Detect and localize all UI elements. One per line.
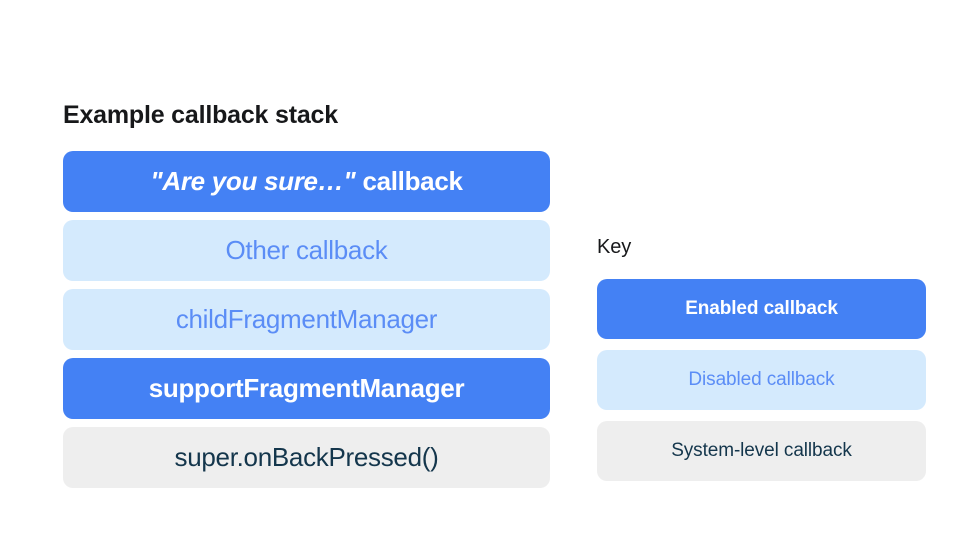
stack-item-supportfragmentmanager: supportFragmentManager: [63, 358, 550, 419]
stack-item-label: supportFragmentManager: [148, 373, 465, 403]
key-item-system-level-callback: System-level callback: [597, 421, 926, 481]
key-item-disabled-callback: Disabled callback: [597, 350, 926, 410]
stack-item-other-callback: Other callback: [63, 220, 550, 281]
stack-item-label: super.onBackPressed(): [174, 442, 439, 472]
stack-item-childfragmentmanager: childFragmentManager: [63, 289, 550, 350]
stack-item-are-you-sure-callback: "Are you sure…"callback: [63, 151, 550, 212]
stack-item-label: childFragmentManager: [175, 304, 438, 334]
stack-item-label-quoted: "Are you sure…": [150, 166, 356, 196]
callback-stack-list: "Are you sure…"callback Other callback c…: [63, 151, 550, 488]
key-list: Enabled callback Disabled callback Syste…: [597, 279, 926, 481]
key-panel: Key Enabled callback Disabled callback S…: [597, 234, 926, 481]
page-title: Example callback stack: [63, 101, 338, 129]
stack-item-super-onbackpressed: super.onBackPressed(): [63, 427, 550, 488]
key-item-label: Disabled callback: [688, 369, 835, 390]
key-item-label: System-level callback: [671, 440, 852, 461]
key-item-enabled-callback: Enabled callback: [597, 279, 926, 339]
stack-item-label-rest: callback: [362, 166, 463, 196]
callback-stack-panel: Example callback stack "Are you sure…"ca…: [63, 99, 550, 488]
stack-item-label: Other callback: [225, 235, 388, 265]
key-item-label: Enabled callback: [685, 298, 838, 319]
key-title: Key: [597, 236, 632, 258]
